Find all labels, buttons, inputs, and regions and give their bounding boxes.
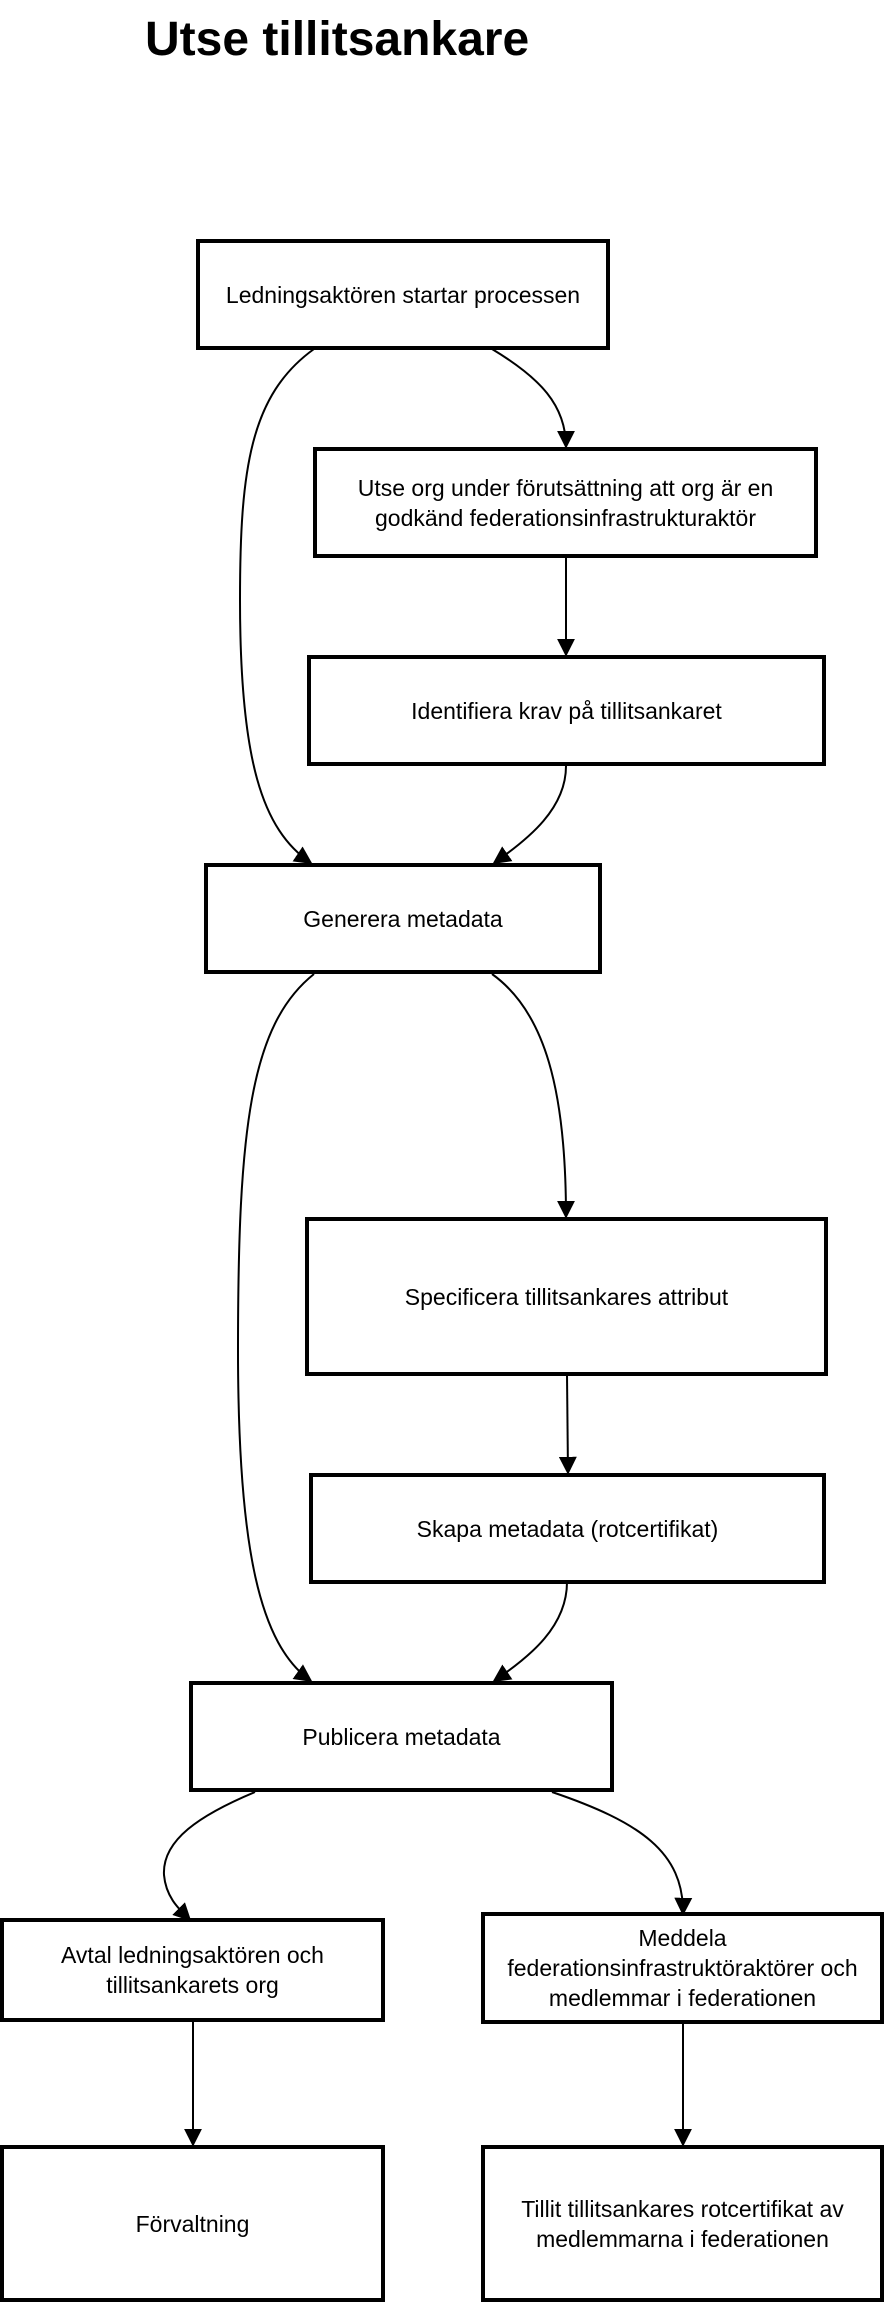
page-title: Utse tillitsankare: [145, 13, 530, 66]
node-generate-metadata: Generera metadata: [204, 863, 602, 974]
node-start-process: Ledningsaktören startar processen: [196, 239, 610, 350]
node-publish-metadata: Publicera metadata: [189, 1681, 614, 1792]
edge-n7-n8: [162, 1791, 256, 1922]
edge-n3-n4: [492, 765, 567, 865]
node-specify-attributes: Specificera tillitsankares attribut: [305, 1217, 828, 1376]
node-label: Tillit tillitsankares rotcertifikat av m…: [521, 2195, 844, 2252]
node-maintenance: Förvaltning: [0, 2145, 385, 2302]
node-label: Meddela federationsinfrastruktöraktörer …: [507, 1925, 858, 2011]
node-identify-requirements: Identifiera krav på tillitsankaret: [307, 655, 826, 766]
node-agreement: Avtal ledningsaktören och tillitsankaret…: [0, 1918, 385, 2022]
node-trust-root-certificate: Tillit tillitsankares rotcertifikat av m…: [481, 2145, 884, 2302]
edge-n1-n4: [238, 348, 315, 865]
edge-n4-n7: [236, 973, 315, 1683]
node-label: Avtal ledningsaktören och tillitsankaret…: [61, 1942, 324, 1998]
node-label: Förvaltning: [135, 2210, 250, 2237]
edge-n6-n7: [492, 1581, 568, 1683]
node-create-metadata: Skapa metadata (rotcertifikat): [309, 1473, 826, 1584]
node-label: Generera metadata: [303, 905, 503, 932]
edge-n5-n6: [558, 1374, 577, 1475]
node-label: Specificera tillitsankares attribut: [404, 1283, 729, 1310]
node-appoint-org: Utse org under förutsättning att org är …: [313, 447, 818, 558]
node-label: Skapa metadata (rotcertifikat): [416, 1515, 719, 1542]
edge-n4-n5: [491, 973, 575, 1219]
node-label: Publicera metadata: [302, 1723, 501, 1750]
node-notify-members: Meddela federationsinfrastruktöraktörer …: [481, 1912, 884, 2024]
node-label: Ledningsaktören startar processen: [225, 281, 581, 308]
node-label: Identifiera krav på tillitsankaret: [411, 697, 722, 724]
edge-n1-n2: [491, 348, 575, 449]
node-label: Utse org under förutsättning att org är …: [357, 474, 774, 531]
edge-n7-n9: [551, 1791, 693, 1916]
